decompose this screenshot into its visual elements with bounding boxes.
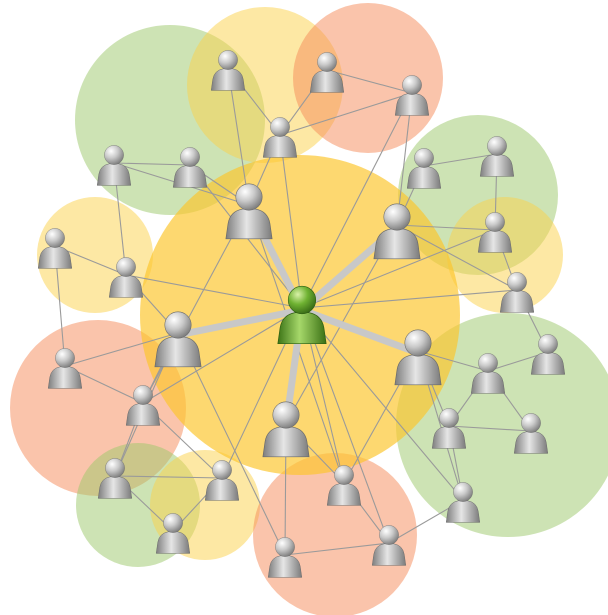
link-ad-ae [284,542,390,556]
user-icon [445,482,481,523]
user-icon [394,75,430,116]
user-icon [47,348,83,389]
link-j-k [423,153,498,167]
link-b-d [326,69,413,94]
hub-link-q [298,306,422,357]
link-e-c [279,134,303,309]
people-nodes [37,50,566,578]
user-icon [373,203,421,260]
user-icon [172,147,208,188]
user-icon [406,148,442,189]
link-q-s [417,350,489,372]
user-icon [470,353,506,394]
link-d-e [279,92,413,136]
user-icon [210,50,246,91]
user-icon [477,212,513,253]
link-i-l [396,224,496,231]
link-d-c [301,92,413,309]
link-u-c [142,307,303,404]
user-icon [513,413,549,454]
user-icon [394,329,442,386]
link-l-c [301,229,496,309]
link-p-ad [177,332,286,556]
user-icon [37,228,73,269]
link-y-z [114,475,223,479]
link-i-m [396,224,518,291]
link-a-h [227,67,250,206]
link-p-t [64,332,179,367]
user-icon [499,272,535,313]
user-icon [371,525,407,566]
link-w-x [448,425,532,432]
hub-link-p [174,306,306,339]
link-c-ae [301,307,390,544]
user-icon [96,145,132,186]
link-o-c [125,274,303,309]
user-icon [154,311,202,368]
central-user-icon [277,285,327,345]
group-zones [10,3,608,615]
user-icon [225,183,273,240]
user-icon [262,117,298,158]
user-icon [97,458,133,499]
link-m-c [301,289,518,309]
user-icon [125,385,161,426]
user-icon [479,136,515,177]
user-icon [309,52,345,93]
user-icon [267,537,303,578]
user-icon [204,460,240,501]
user-icon [530,334,566,375]
user-icon [155,513,191,554]
link-f-g [113,162,191,166]
user-icon [108,257,144,298]
link-c-ab [301,307,464,501]
user-icon [262,401,310,458]
user-icon [431,408,467,449]
zone-yellow-4 [447,197,563,313]
user-icon [326,465,362,506]
